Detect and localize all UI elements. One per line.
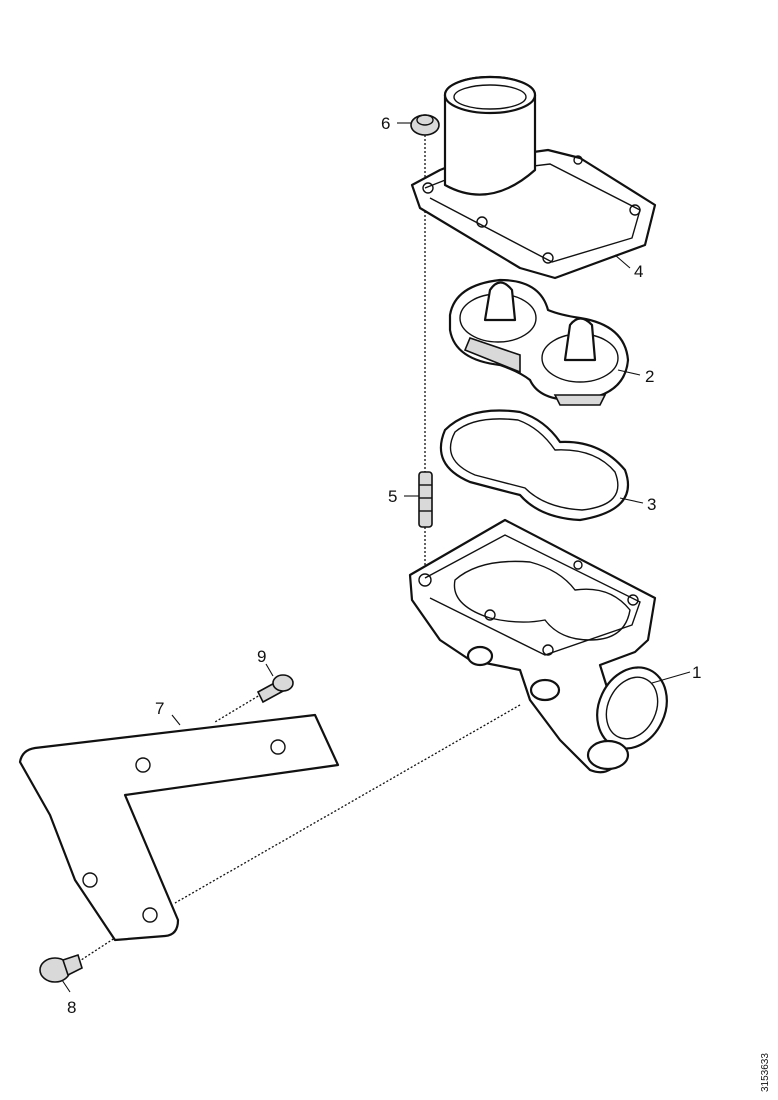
callout-4: 4 [634, 262, 643, 281]
thermostat-part-2 [448, 278, 630, 406]
stud-part-5 [418, 471, 433, 528]
callout-5: 5 [388, 487, 397, 506]
leader-3 [619, 497, 644, 504]
thermostat-housing-part-1 [408, 518, 668, 774]
callout-1: 1 [692, 663, 701, 682]
gasket-part-3 [439, 409, 630, 522]
bolt-9-axis-line [214, 691, 266, 723]
bolt-part-8 [39, 953, 83, 983]
drawing-number: 3153633 [760, 1053, 771, 1092]
bracket-part-7 [18, 713, 340, 942]
callout-9: 9 [257, 647, 266, 666]
bolt-part-9 [256, 674, 294, 704]
leader-7 [171, 714, 181, 726]
leader-4 [614, 254, 631, 269]
leader-8 [61, 979, 71, 993]
outlet-cover-part-4 [410, 75, 657, 280]
callout-7: 7 [155, 699, 164, 718]
bolt-8-axis-line [74, 914, 151, 965]
leader-2 [617, 369, 641, 376]
nut-part-6 [410, 114, 440, 136]
callout-3: 3 [647, 495, 656, 514]
leader-9 [265, 663, 274, 677]
callout-6: 6 [381, 114, 390, 133]
callout-8: 8 [67, 998, 76, 1017]
callout-2: 2 [645, 367, 654, 386]
leader-1 [651, 671, 691, 684]
